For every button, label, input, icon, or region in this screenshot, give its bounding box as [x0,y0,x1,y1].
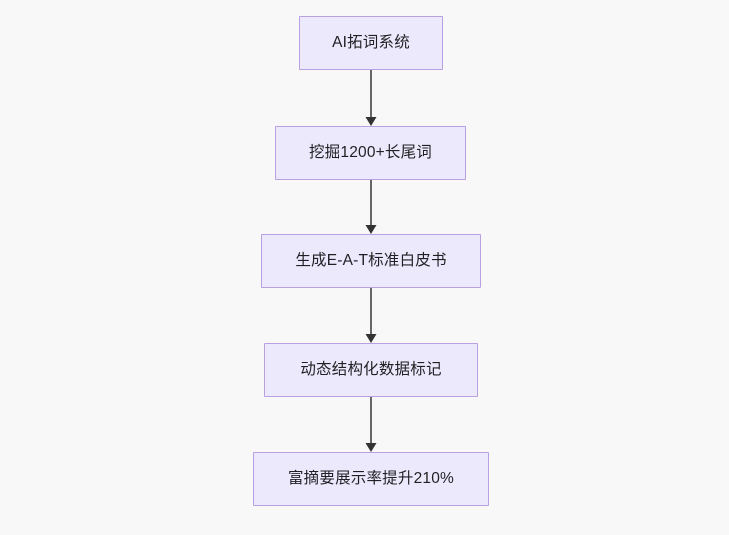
flow-edge-arrow-icon [363,396,379,452]
flow-node-label: AI拓词系统 [332,34,410,52]
flow-node[interactable]: 生成E-A-T标准白皮书 [261,234,481,288]
flow-node[interactable]: AI拓词系统 [299,16,443,70]
flow-node-label: 动态结构化数据标记 [300,361,442,379]
flow-node[interactable]: 动态结构化数据标记 [264,343,478,397]
flow-node[interactable]: 挖掘1200+长尾词 [275,126,466,180]
flow-node-label: 挖掘1200+长尾词 [308,144,433,162]
flow-edge-arrow-icon [363,70,379,126]
flow-edge-arrow-icon [363,288,379,343]
flow-node-label: 生成E-A-T标准白皮书 [295,252,447,270]
flow-edge-arrow-icon [363,180,379,234]
flow-node[interactable]: 富摘要展示率提升210% [253,452,489,506]
flow-node-label: 富摘要展示率提升210% [287,470,455,488]
